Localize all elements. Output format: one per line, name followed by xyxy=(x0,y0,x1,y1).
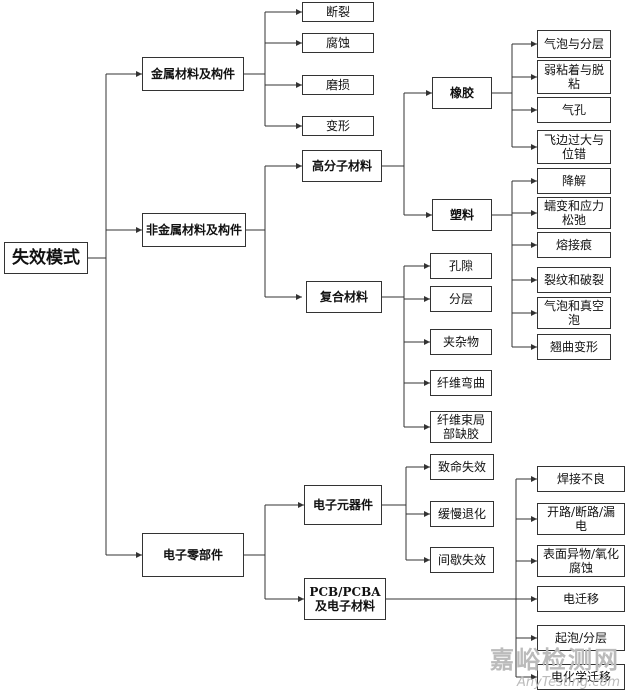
rubber-mode: 气孔 xyxy=(537,97,611,123)
rubber-mode: 弱粘着与脱粘 xyxy=(537,60,611,94)
metal-mode: 磨损 xyxy=(302,75,374,95)
category-nonmetal: 非金属材料及构件 xyxy=(142,213,246,247)
arrowhead xyxy=(531,210,537,216)
polymer-plastic: 塑料 xyxy=(432,199,492,231)
component-mode: 缓慢退化 xyxy=(430,501,494,527)
plastic-mode: 裂纹和破裂 xyxy=(537,267,611,293)
pcb-mode: 开路/断路/漏电 xyxy=(537,503,625,535)
arrowhead xyxy=(296,163,302,169)
arrowhead xyxy=(136,552,142,558)
arrowhead xyxy=(296,123,302,129)
arrowhead xyxy=(531,596,537,602)
pcb-mode: 电化学迁移 xyxy=(537,664,625,690)
arrowhead xyxy=(426,212,432,218)
arrowhead xyxy=(426,90,432,96)
plastic-mode: 蠕变和应力松弛 xyxy=(537,197,611,229)
plastic-mode: 降解 xyxy=(537,168,611,194)
composite-mode: 纤维弯曲 xyxy=(430,370,492,396)
plastic-mode: 气泡和真空泡 xyxy=(537,297,611,329)
category-metal: 金属材料及构件 xyxy=(142,57,244,91)
arrowhead xyxy=(531,107,537,113)
arrowhead xyxy=(531,558,537,564)
arrowhead xyxy=(424,557,430,563)
plastic-mode: 翘曲变形 xyxy=(537,334,611,360)
arrowhead xyxy=(424,263,430,269)
arrowhead xyxy=(531,310,537,316)
arrowhead xyxy=(531,635,537,641)
composite-mode: 分层 xyxy=(430,286,492,312)
arrowhead xyxy=(424,380,430,386)
arrowhead xyxy=(136,227,142,233)
component-mode: 致命失效 xyxy=(430,454,494,480)
polymer-rubber: 橡胶 xyxy=(432,77,492,109)
arrowhead xyxy=(298,502,304,508)
composite-mode: 孔隙 xyxy=(430,253,492,279)
electronic-components: 电子元器件 xyxy=(304,485,382,525)
component-mode: 间歇失效 xyxy=(430,547,494,573)
arrowhead xyxy=(531,144,537,150)
arrowhead xyxy=(531,344,537,350)
arrowhead xyxy=(531,41,537,47)
metal-mode: 断裂 xyxy=(302,2,374,22)
rubber-mode: 飞边过大与位错 xyxy=(537,130,611,164)
arrowhead xyxy=(531,674,537,680)
arrowhead xyxy=(531,242,537,248)
arrowhead xyxy=(424,296,430,302)
pcb-mode: 焊接不良 xyxy=(537,466,625,492)
arrowhead xyxy=(531,277,537,283)
arrowhead xyxy=(531,516,537,522)
pcb-mode: 电迁移 xyxy=(537,586,625,612)
electronic-pcb: PCB/PCBA及电子材料 xyxy=(304,578,386,620)
arrowhead xyxy=(424,464,430,470)
rubber-mode: 气泡与分层 xyxy=(537,30,611,58)
arrowhead xyxy=(531,74,537,80)
nonmetal-polymer: 高分子材料 xyxy=(302,150,382,182)
arrowhead xyxy=(531,178,537,184)
arrowhead xyxy=(296,40,302,46)
pcb-mode: 起泡/分层 xyxy=(537,625,625,651)
pcb-mode: 表面异物/氧化腐蚀 xyxy=(537,545,625,577)
arrowhead xyxy=(296,9,302,15)
nonmetal-composite: 复合材料 xyxy=(306,281,382,313)
arrowhead xyxy=(296,294,302,300)
arrowhead xyxy=(424,511,430,517)
arrowhead xyxy=(296,82,302,88)
arrowhead xyxy=(136,71,142,77)
arrowhead xyxy=(298,596,304,602)
plastic-mode: 熔接痕 xyxy=(537,232,611,258)
metal-mode: 变形 xyxy=(302,116,374,136)
composite-mode: 夹杂物 xyxy=(430,329,492,355)
metal-mode: 腐蚀 xyxy=(302,33,374,53)
arrowhead xyxy=(531,476,537,482)
arrowhead xyxy=(424,339,430,345)
root-node: 失效模式 xyxy=(4,242,88,274)
arrowhead xyxy=(424,424,430,430)
composite-mode: 纤维束局部缺胶 xyxy=(430,411,492,443)
category-electronic: 电子零部件 xyxy=(142,533,244,577)
